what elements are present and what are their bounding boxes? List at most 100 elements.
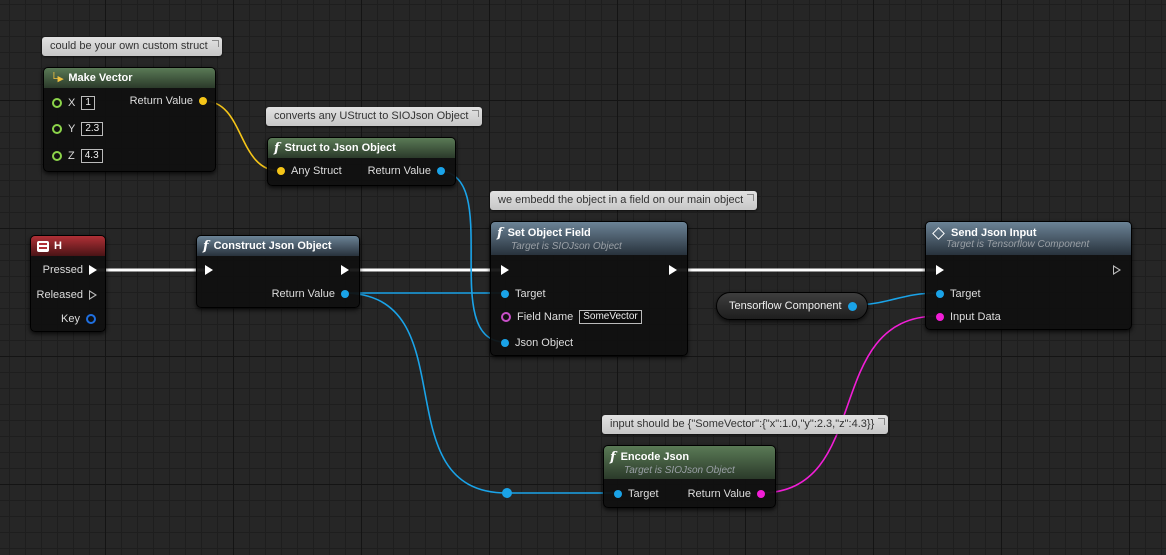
target-label: Target <box>628 488 659 500</box>
target-label: Target <box>515 288 546 300</box>
released-label: Released <box>36 289 83 301</box>
vector-return-pin[interactable]: Return Value <box>130 95 207 107</box>
struct-to-json-header[interactable]: f Struct to Json Object <box>268 138 455 158</box>
exec-out-pin[interactable] <box>669 265 677 275</box>
struct-json-wire <box>437 170 506 343</box>
function-icon: f <box>497 225 503 241</box>
object-pin-icon[interactable] <box>847 301 857 311</box>
exec-in-pin[interactable] <box>501 265 509 275</box>
key-event-header[interactable]: H <box>31 236 105 256</box>
x-pin-label: X <box>68 97 76 109</box>
target-pin[interactable]: Target <box>614 488 659 500</box>
function-icon: f <box>610 449 616 465</box>
function-icon: f <box>274 140 280 156</box>
exec-pin-icon <box>89 265 97 275</box>
exec-pin-icon <box>1113 265 1121 275</box>
make-struct-icon: └▸ <box>50 72 64 85</box>
tensorflow-component-label: Tensorflow Component <box>729 300 842 312</box>
exec-out-pin[interactable] <box>1113 265 1121 275</box>
target-label: Target <box>950 288 981 300</box>
y-value-field[interactable]: 2.3 <box>81 122 104 136</box>
target-pin[interactable]: Target <box>936 288 981 300</box>
comment-set-object-field[interactable]: we embedd the object in a field on our m… <box>490 191 758 210</box>
key-event-title: H <box>54 240 62 252</box>
exec-in-pin[interactable] <box>205 265 213 275</box>
pressed-pin[interactable]: Pressed <box>43 264 97 276</box>
z-value-field[interactable]: 4.3 <box>80 149 103 163</box>
encode-json-node[interactable]: f Encode Json Target is SIOJson Object T… <box>603 445 776 508</box>
return-value-label: Return Value <box>367 165 431 177</box>
comment-make-vector[interactable]: could be your own custom struct <box>42 37 222 56</box>
field-name-input[interactable]: SomeVector <box>579 310 642 324</box>
object-pin-icon <box>614 490 622 498</box>
any-struct-label: Any Struct <box>291 165 342 177</box>
encoded-string-wire <box>759 315 939 494</box>
object-pin-icon <box>501 339 509 347</box>
encode-json-header[interactable]: f Encode Json Target is SIOJson Object <box>604 446 775 479</box>
float-pin-icon <box>52 98 62 108</box>
released-pin[interactable]: Released <box>37 289 97 301</box>
y-pin[interactable]: Y 2.3 <box>52 122 104 136</box>
make-vector-header[interactable]: └▸ Make Vector <box>44 68 215 88</box>
wire-reroute-knot[interactable] <box>502 488 512 498</box>
tensorflow-component-variable[interactable]: Tensorflow Component <box>716 292 868 320</box>
construct-json-title: Construct Json Object <box>213 240 332 252</box>
exec-pin-icon <box>936 265 944 275</box>
make-vector-title: Make Vector <box>68 72 133 84</box>
exec-out-pin[interactable] <box>341 265 349 275</box>
exec-pin-icon <box>341 265 349 275</box>
return-value-label: Return Value <box>271 288 335 300</box>
event-call-icon <box>932 226 945 240</box>
encode-return-pin[interactable]: Return Value <box>688 488 765 500</box>
key-pin[interactable]: Key <box>61 313 96 325</box>
send-json-input-subtitle: Target is Tensorflow Component <box>946 239 1090 250</box>
send-json-input-header[interactable]: Send Json Input Target is Tensorflow Com… <box>926 222 1131 255</box>
set-object-field-title: Set Object Field <box>507 227 591 239</box>
json-return-pin[interactable]: Return Value <box>368 165 445 177</box>
comment-struct-to-json[interactable]: converts any UStruct to SIOJson Object <box>266 107 483 126</box>
json-object-pin[interactable]: Json Object <box>501 337 573 349</box>
string-pin-icon <box>501 312 511 322</box>
object-pin-icon <box>437 167 445 175</box>
input-data-pin[interactable]: Input Data <box>936 311 1001 323</box>
comment-encode-json[interactable]: input should be {"SomeVector":{"x":1.0,"… <box>602 415 889 434</box>
exec-pin-icon <box>89 290 97 300</box>
string-pin-icon <box>757 490 765 498</box>
exec-pin-icon <box>205 265 213 275</box>
float-pin-icon <box>52 124 62 134</box>
encode-json-subtitle: Target is SIOJson Object <box>624 464 735 476</box>
exec-in-pin[interactable] <box>936 265 944 275</box>
key-struct-pin-icon <box>86 314 96 324</box>
struct-pin-icon <box>277 167 285 175</box>
z-pin-label: Z <box>68 150 75 162</box>
string-pin-icon <box>936 313 944 321</box>
return-value-label: Return Value <box>687 488 751 500</box>
set-object-field-header[interactable]: f Set Object Field Target is SIOJson Obj… <box>491 222 687 255</box>
make-vector-node[interactable]: └▸ Make Vector X 1 Y 2.3 Z 4.3 Return Va… <box>43 67 216 172</box>
field-name-pin[interactable]: Field Name SomeVector <box>501 310 642 324</box>
exec-pin-icon <box>501 265 509 275</box>
send-json-input-title: Send Json Input <box>951 227 1037 239</box>
x-pin[interactable]: X 1 <box>52 96 95 110</box>
send-json-input-node[interactable]: Send Json Input Target is Tensorflow Com… <box>925 221 1132 330</box>
construct-json-node[interactable]: f Construct Json Object Return Value <box>196 235 360 308</box>
key-event-node[interactable]: H Pressed Released Key <box>30 235 106 332</box>
encode-json-title: Encode Json <box>620 451 690 463</box>
construct-json-header[interactable]: f Construct Json Object <box>197 236 359 256</box>
pressed-label: Pressed <box>42 264 83 276</box>
key-label: Key <box>61 313 80 325</box>
float-pin-icon <box>52 151 62 161</box>
x-value-field[interactable]: 1 <box>81 96 95 110</box>
y-pin-label: Y <box>68 123 76 135</box>
vector-pin-icon <box>199 97 207 105</box>
target-pin[interactable]: Target <box>501 288 546 300</box>
construct-return-pin[interactable]: Return Value <box>272 288 349 300</box>
exec-pin-icon <box>669 265 677 275</box>
set-object-field-node[interactable]: f Set Object Field Target is SIOJson Obj… <box>490 221 688 356</box>
z-pin[interactable]: Z 4.3 <box>52 149 103 163</box>
input-data-label: Input Data <box>950 311 1001 323</box>
object-pin-icon <box>936 290 944 298</box>
struct-to-json-node[interactable]: f Struct to Json Object Any Struct Retur… <box>267 137 456 186</box>
any-struct-pin[interactable]: Any Struct <box>277 165 342 177</box>
